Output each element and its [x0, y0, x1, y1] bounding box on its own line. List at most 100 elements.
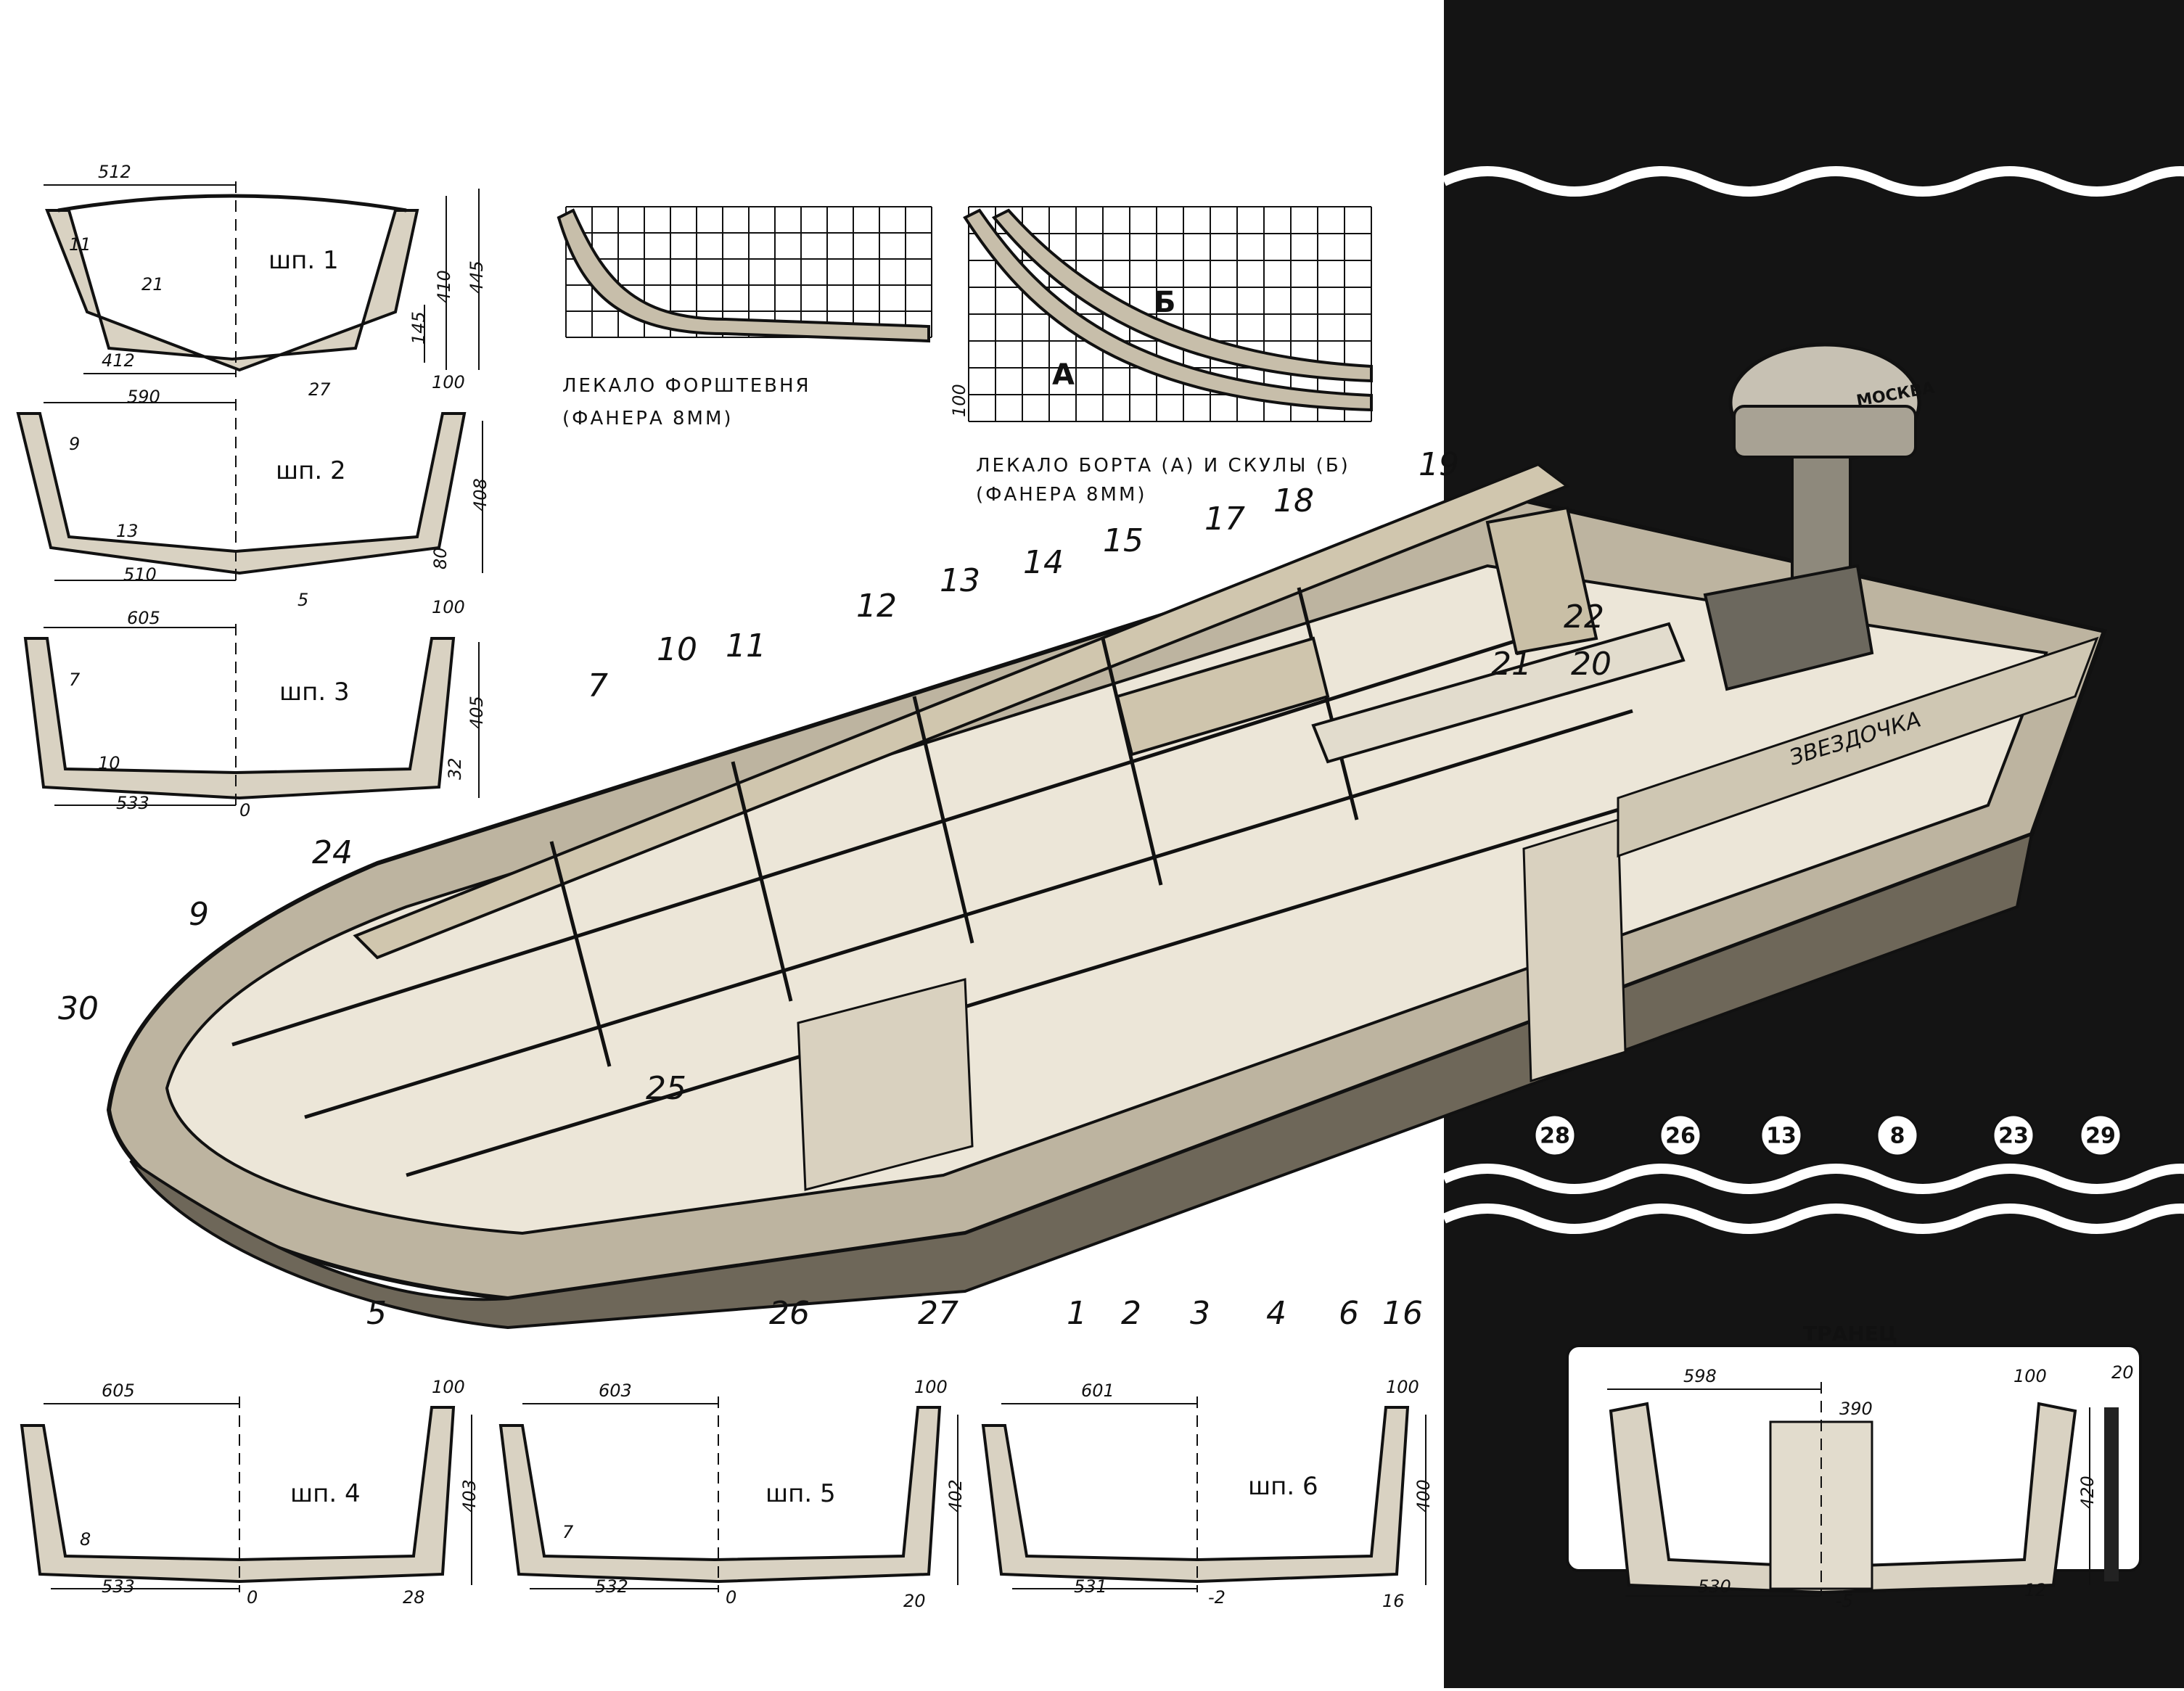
frame-4-title: шп. 4: [290, 1479, 361, 1508]
part-label-17: 17: [1204, 501, 1245, 538]
frame-5-dim-bottom: 532: [595, 1576, 628, 1597]
frame-5-dim-100: 100: [914, 1377, 948, 1397]
frame-5-dim-zero: 0: [726, 1587, 736, 1608]
part-label-22: 22: [1564, 598, 1604, 635]
frame-3-dim-width: 605: [127, 608, 160, 628]
transom-dim-598: 598: [1683, 1366, 1717, 1386]
svg-text:28: 28: [1540, 1124, 1570, 1149]
frame-3-dim-zero: 0: [239, 800, 250, 820]
transom-dim-100: 100: [2013, 1366, 2047, 1386]
boat-illustration: ЗВЕЗДОЧКА МОСКВА: [106, 342, 2107, 1330]
svg-text:29: 29: [2085, 1124, 2116, 1149]
frame-5-drawing: шп. 5 603 532 100 7 0 402 20: [498, 1377, 966, 1611]
frame-3-dim-part-7: 7: [69, 670, 81, 690]
part-label-24: 24: [312, 834, 353, 871]
frame-3-dim-100: 100: [432, 597, 465, 617]
part-label-20: 20: [1571, 646, 1612, 683]
frame-1-dim-145: 145: [409, 311, 429, 345]
part-callout-23: 23: [1992, 1114, 2035, 1157]
part-label-10: 10: [657, 631, 697, 668]
frame-5-dim-402: 402: [945, 1479, 966, 1513]
frame-1-dim-bottom: 412: [102, 350, 135, 371]
part-label-1: 1: [1067, 1295, 1087, 1332]
part-label-2: 2: [1121, 1295, 1141, 1332]
frame-2-dim-part-13: 13: [116, 521, 139, 541]
frame-1-dim-part-21: 21: [141, 274, 164, 295]
frame-5-dim-width: 603: [599, 1381, 632, 1401]
part-label-13: 13: [940, 562, 980, 599]
frame-3-title: шп. 3: [279, 678, 350, 707]
stem-template-caption-1: ЛЕКАЛО ФОРШТЕВНЯ: [562, 375, 811, 397]
frame-4-dim-width: 605: [102, 1381, 135, 1401]
frame-4-dim-zero: 0: [247, 1587, 258, 1608]
part-callouts: 28 26 13 8 23 29: [1533, 1114, 2122, 1157]
frame-6-drawing: шп. 6 601 531 100 -2 400 16: [981, 1377, 1434, 1611]
frame-6-dim-width: 601: [1081, 1381, 1114, 1401]
frame-2-dim-100: 100: [432, 372, 465, 392]
frame-2-title: шп. 2: [276, 456, 346, 485]
part-callout-28: 28: [1533, 1114, 1577, 1157]
template-letter-b: Б: [1154, 286, 1176, 319]
frame-4-dim-403: 403: [459, 1479, 480, 1513]
part-label-6: 6: [1339, 1295, 1359, 1332]
frame-5-dim-part-7: 7: [562, 1522, 574, 1542]
part-label-14: 14: [1023, 544, 1064, 581]
frame-1-dim-part-11: 11: [69, 234, 91, 255]
transom-drawing: ТРАНЕЦ 598 390 100 20 420 530 -5 12: [1607, 1322, 2134, 1611]
frame-2-drawing: шп. 2 590 510 100 9 13 5 408 80: [16, 372, 490, 610]
frame-4-dim-100: 100: [432, 1377, 465, 1397]
frame-2-dim-part-5: 5: [297, 590, 308, 610]
transom-dim-12: 12: [2024, 1580, 2047, 1600]
frame-1-title: шп. 1: [268, 246, 339, 275]
frame-4-drawing: шп. 4 605 533 100 8 0 403 28: [20, 1377, 480, 1608]
transom-dim-390: 390: [1839, 1399, 1873, 1419]
transom-dim-530: 530: [1698, 1576, 1731, 1597]
stem-template-grid: ЛЕКАЛО ФОРШТЕВНЯ (ФАНЕРА 8ММ): [557, 206, 932, 429]
frame-1-dim-part-27: 27: [308, 379, 331, 400]
svg-text:8: 8: [1890, 1124, 1905, 1149]
stem-template-caption-2: (ФАНЕРА 8ММ): [562, 408, 734, 429]
part-label-27: 27: [918, 1295, 958, 1332]
frame-1-drawing: шп. 1 512 412 11 21 27 410 445 145: [44, 162, 487, 400]
frame-4-dim-bottom: 533: [102, 1576, 135, 1597]
frame-1-dim-410: 410: [434, 270, 454, 303]
part-label-3: 3: [1190, 1295, 1210, 1332]
part-label-30: 30: [58, 990, 99, 1027]
template-grid-step: 100: [949, 384, 969, 417]
part-label-4: 4: [1266, 1295, 1286, 1332]
frame-2-dim-width: 590: [127, 387, 160, 407]
frame-2-dim-bottom: 510: [123, 564, 157, 585]
frame-5-title: шп. 5: [765, 1479, 836, 1508]
part-label-15: 15: [1103, 522, 1144, 559]
part-label-25: 25: [646, 1070, 686, 1107]
frame-6-dim-bottom: 531: [1074, 1576, 1107, 1597]
svg-text:13: 13: [1766, 1124, 1797, 1149]
part-callout-26: 26: [1659, 1114, 1702, 1157]
part-label-12: 12: [856, 588, 897, 625]
frame-2-dim-408: 408: [470, 478, 490, 511]
part-label-9: 9: [189, 896, 209, 933]
frame-4-dim-28: 28: [403, 1587, 425, 1608]
frame-6-dim-minus2: -2: [1208, 1587, 1226, 1608]
side-template-caption-1: ЛЕКАЛО БОРТА (А) И СКУЛЫ (Б): [976, 455, 1350, 477]
frame-3-dim-part-10: 10: [98, 753, 120, 773]
part-label-21: 21: [1491, 646, 1532, 683]
svg-text:26: 26: [1665, 1124, 1696, 1149]
frame-3-dim-405: 405: [467, 696, 487, 729]
part-label-7: 7: [588, 667, 608, 704]
frame-5-dim-20: 20: [903, 1591, 926, 1611]
frame-1-dim-width: 512: [98, 162, 131, 182]
part-callout-13: 13: [1760, 1114, 1803, 1157]
transom-dim-minus5: -5: [1836, 1591, 1853, 1611]
frame-3-dim-32: 32: [445, 757, 465, 780]
side-template-caption-2: (ФАНЕРА 8ММ): [976, 484, 1147, 506]
frame-6-title: шп. 6: [1248, 1472, 1318, 1501]
frame-6-dim-16: 16: [1382, 1591, 1405, 1611]
side-template-grid: А Б 100 ЛЕКАЛО БОРТА (А) И СКУЛЫ (Б) (ФА…: [949, 206, 1373, 506]
frame-3-drawing: шп. 3 605 533 100 7 10 0 405 32: [23, 597, 487, 820]
transom-dim-420: 420: [2077, 1476, 2098, 1509]
frame-2-dim-part-9: 9: [69, 434, 80, 454]
